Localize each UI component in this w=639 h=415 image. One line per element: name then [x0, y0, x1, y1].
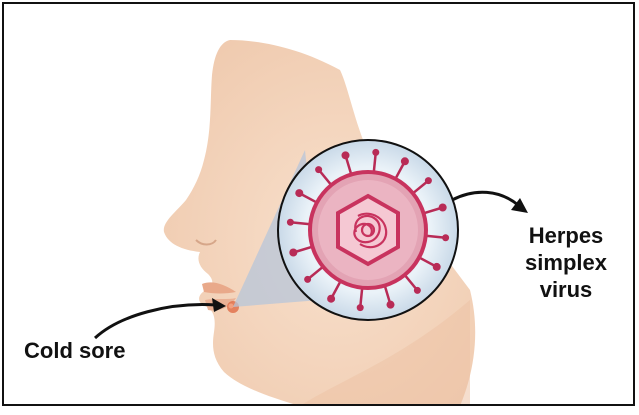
herpes-simplex-virus-label: Herpes simplex virus — [496, 222, 636, 303]
virus-label-line2: simplex virus — [496, 249, 636, 303]
cold-sore-label: Cold sore — [24, 338, 125, 364]
virus-label-line1: Herpes — [496, 222, 636, 249]
